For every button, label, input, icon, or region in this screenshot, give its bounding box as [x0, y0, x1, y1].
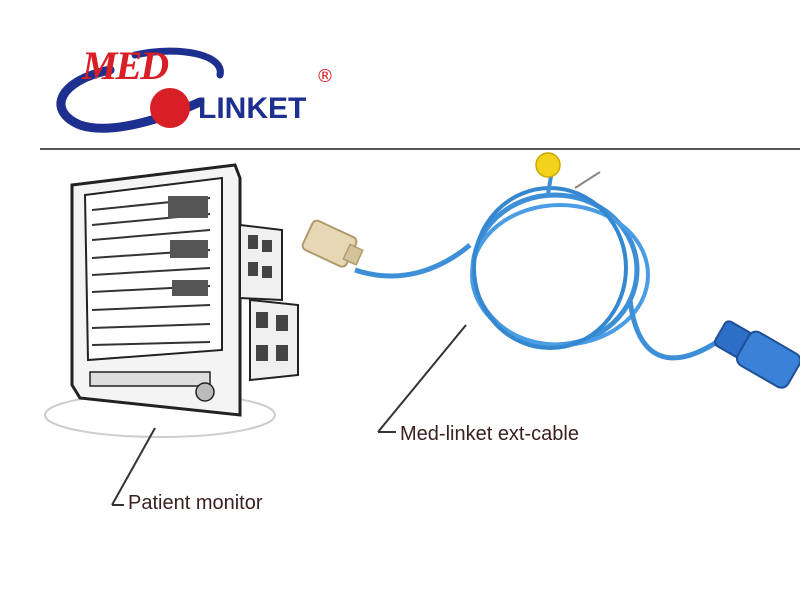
logo-med-text: MED — [82, 43, 169, 88]
patient-monitor-illustration — [44, 163, 299, 438]
medlinket-logo: MED LINKET ® — [40, 40, 360, 140]
spo2-connector-icon — [714, 320, 800, 389]
logo-linket-text: LINKET — [198, 92, 307, 125]
logo-swoosh-icon — [56, 47, 224, 133]
monitor-leader-line-diagonal — [111, 427, 156, 506]
patient-monitor-label: Patient monitor — [128, 492, 263, 514]
yellow-connector-icon — [535, 152, 561, 178]
header-divider — [40, 148, 800, 150]
db9-connector-icon — [301, 219, 364, 268]
ext-cable-label: Med-linket ext-cable — [400, 423, 579, 445]
cable-leader-line-diagonal — [377, 324, 467, 433]
extension-cable-illustration — [301, 152, 800, 389]
registered-mark: ® — [316, 66, 334, 87]
